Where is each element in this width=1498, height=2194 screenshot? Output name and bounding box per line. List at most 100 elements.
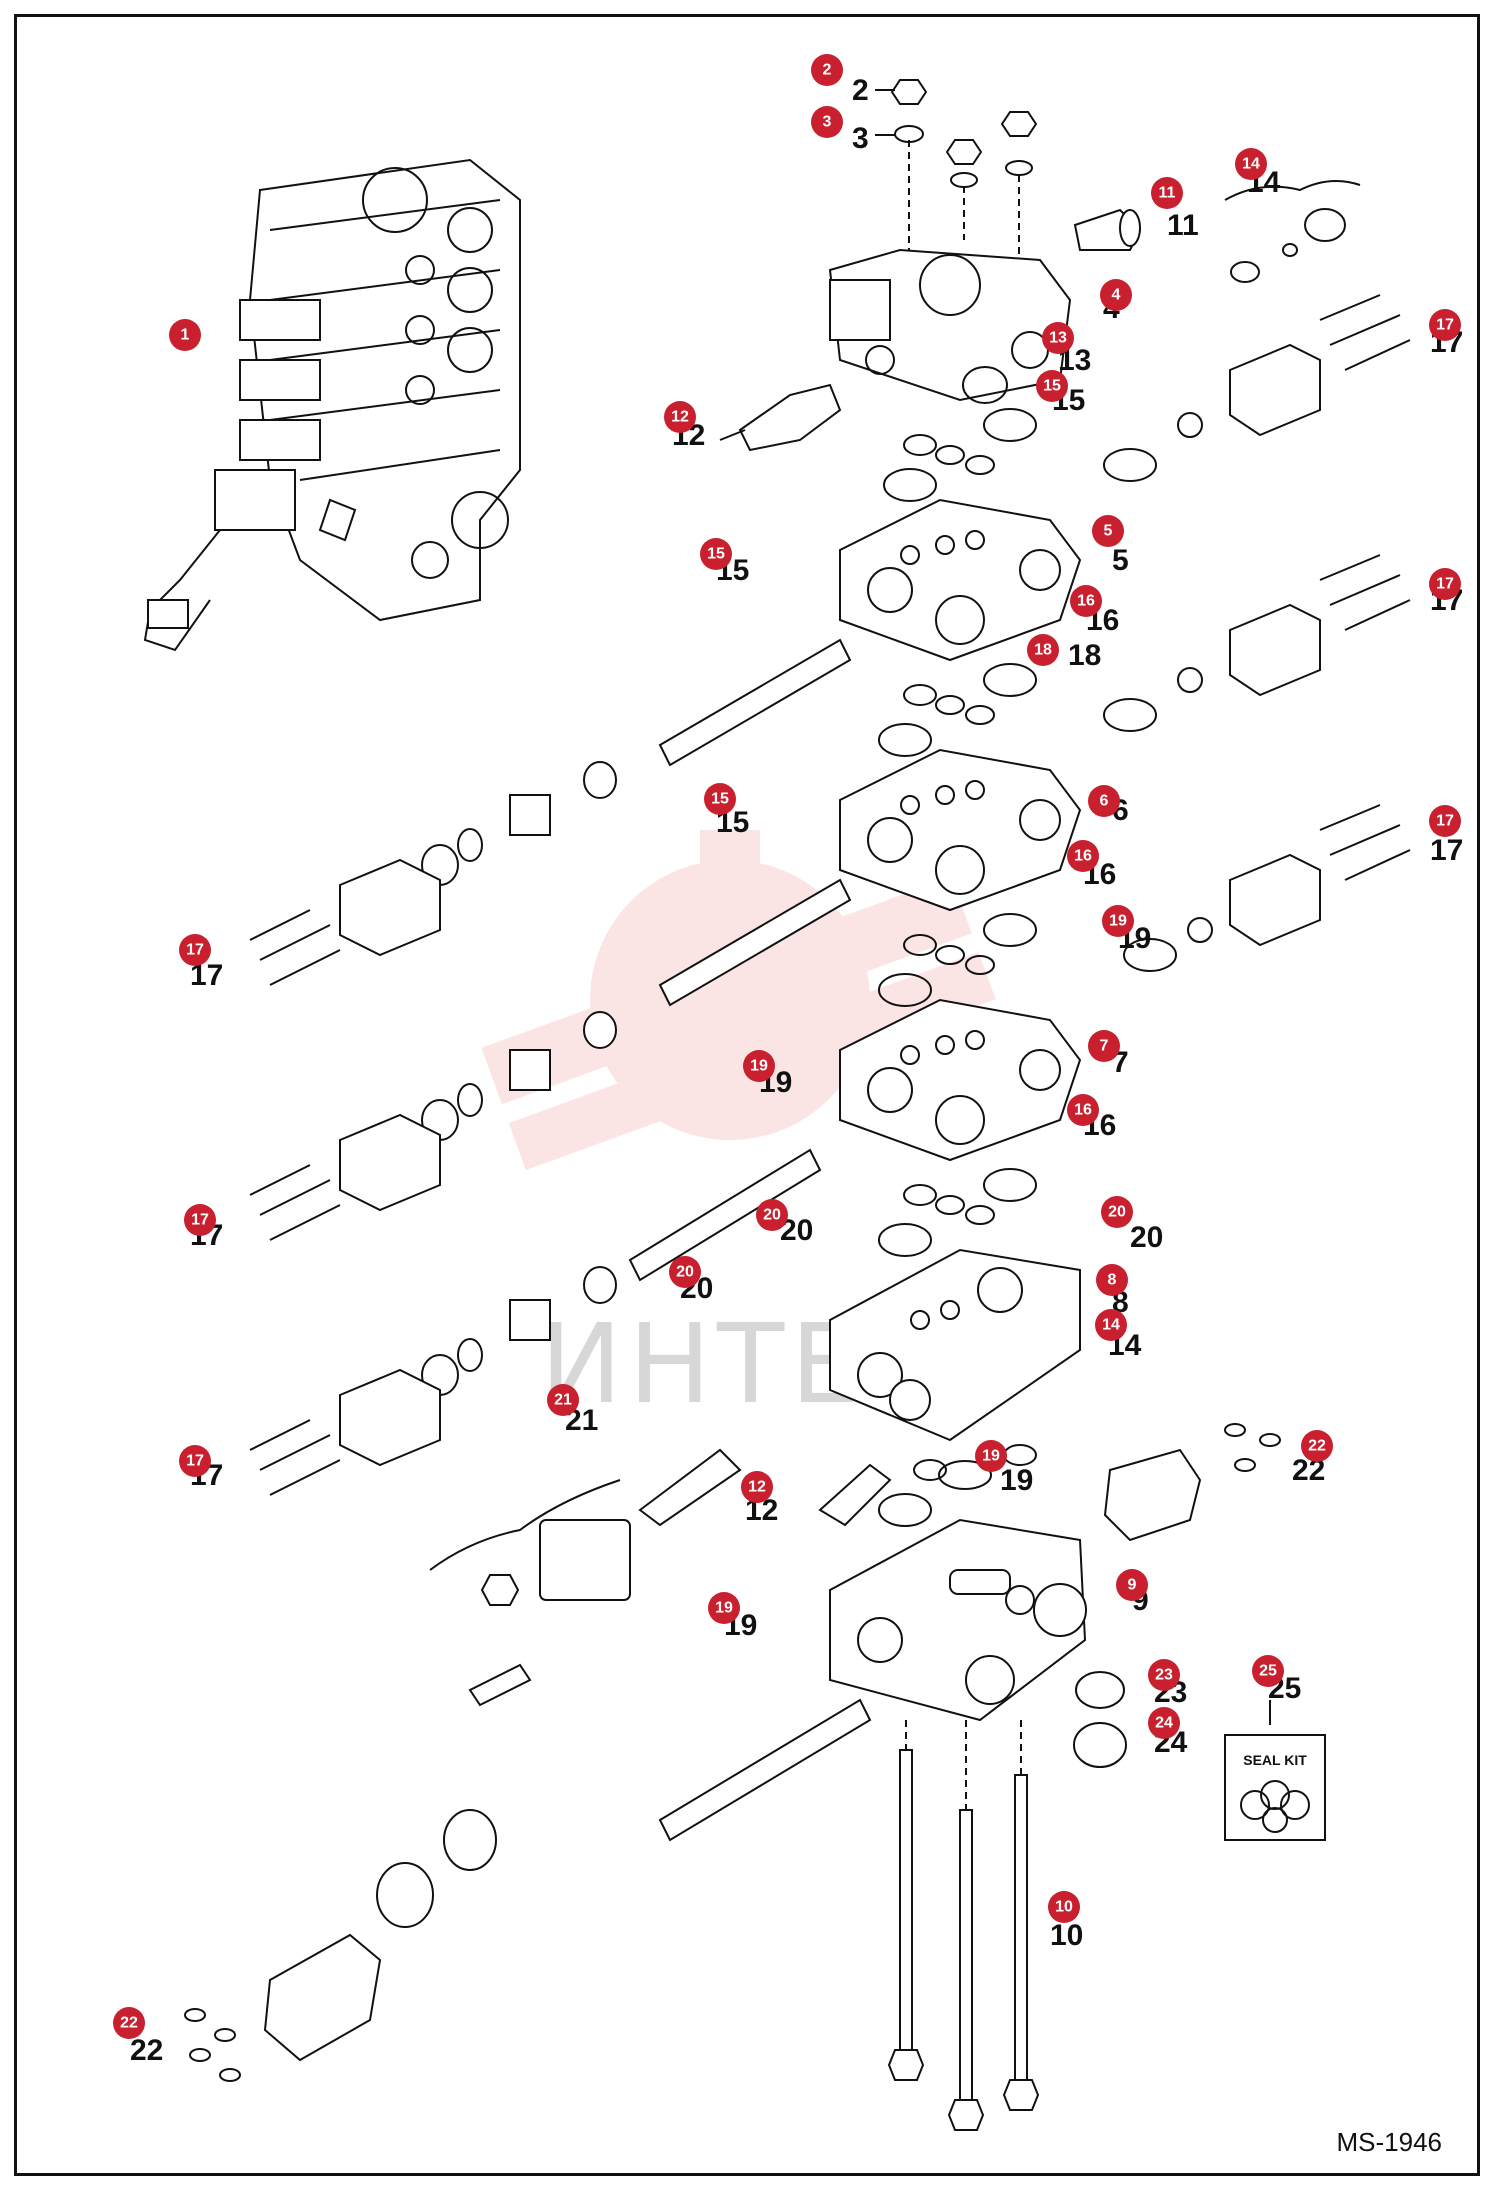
svg-text:15: 15 (707, 546, 725, 563)
callout-17: 17 (1429, 309, 1461, 341)
svg-text:21: 21 (554, 1392, 572, 1409)
inlet-section-top (828, 79, 1072, 404)
part-label-20-2: 20 (1130, 1221, 1163, 1254)
callout-22-2: 22 (113, 2007, 145, 2039)
callout-1: 1 (169, 319, 201, 351)
callout-17-6: 17 (179, 1445, 211, 1477)
part-label-18: 18 (1068, 639, 1101, 672)
callout-16-3: 16 (1067, 1094, 1099, 1126)
svg-text:19: 19 (715, 1600, 733, 1617)
part-label-22-2: 22 (130, 2034, 163, 2067)
svg-text:22: 22 (120, 2015, 138, 2032)
svg-text:16: 16 (1074, 1102, 1092, 1119)
callout-4: 4 (1100, 279, 1132, 311)
callout-12: 12 (664, 401, 696, 433)
callout-15-3: 15 (704, 783, 736, 815)
svg-text:16: 16 (1077, 593, 1095, 610)
callout-13: 13 (1042, 322, 1074, 354)
part-label-5: 5 (1112, 544, 1129, 577)
svg-text:9: 9 (1128, 1577, 1137, 1594)
callout-20: 20 (756, 1199, 788, 1231)
callout-17-5: 17 (184, 1204, 216, 1236)
callout-markers: 1234567891011121213141415151516161617171… (113, 54, 1461, 2039)
svg-text:20: 20 (763, 1207, 781, 1224)
assembled-valve (143, 158, 521, 652)
section-6 (839, 748, 1082, 912)
svg-text:18: 18 (1034, 642, 1052, 659)
svg-text:20: 20 (1108, 1204, 1126, 1221)
callout-19-3: 19 (975, 1440, 1007, 1472)
part-label-10: 10 (1050, 1919, 1083, 1952)
svg-text:19: 19 (750, 1058, 768, 1075)
part-label-11: 11 (1167, 209, 1199, 242)
fitting-11 (1073, 208, 1142, 251)
callout-19-2: 19 (743, 1050, 775, 1082)
callout-5: 5 (1092, 515, 1124, 547)
svg-text:25: 25 (1259, 1663, 1277, 1680)
o-rings (878, 408, 1037, 1527)
callout-18: 18 (1027, 634, 1059, 666)
svg-text:2: 2 (823, 62, 832, 79)
svg-text:13: 13 (1049, 330, 1067, 347)
callout-21: 21 (547, 1384, 579, 1416)
svg-text:24: 24 (1155, 1715, 1173, 1732)
svg-text:22: 22 (1308, 1438, 1326, 1455)
svg-text:6: 6 (1100, 793, 1109, 810)
svg-text:4: 4 (1112, 287, 1121, 304)
callout-20-3: 20 (669, 1256, 701, 1288)
part-label-19-3: 19 (1000, 1464, 1033, 1497)
svg-text:17: 17 (1436, 317, 1454, 334)
drawing-frame (14, 14, 1480, 2176)
callout-2: 2 (811, 54, 843, 86)
svg-text:16: 16 (1074, 848, 1092, 865)
svg-text:15: 15 (1043, 378, 1061, 395)
callout-16-2: 16 (1067, 840, 1099, 872)
part-label-17-3: 17 (1430, 834, 1463, 867)
tie-rods-10 (887, 1720, 1040, 2131)
svg-text:8: 8 (1108, 1272, 1117, 1289)
callout-8: 8 (1096, 1264, 1128, 1296)
solenoid-21 (429, 1448, 742, 1707)
svg-text:17: 17 (186, 942, 204, 959)
svg-text:7: 7 (1100, 1038, 1109, 1055)
caps-17-left (249, 858, 441, 1496)
callout-3: 3 (811, 106, 843, 138)
callout-9: 9 (1116, 1569, 1148, 1601)
callout-15-2: 15 (700, 538, 732, 570)
svg-text:17: 17 (1436, 576, 1454, 593)
callout-16: 16 (1070, 585, 1102, 617)
section-7 (839, 998, 1082, 1162)
callout-11: 11 (1151, 177, 1183, 209)
callout-20-2: 20 (1101, 1196, 1133, 1228)
plugs-23-24 (1073, 1671, 1127, 1768)
callout-19-4: 19 (708, 1592, 740, 1624)
svg-text:17: 17 (1436, 813, 1454, 830)
callout-14: 14 (1235, 148, 1267, 180)
callout-17-2: 17 (1429, 568, 1461, 600)
svg-text:17: 17 (191, 1212, 209, 1229)
svg-text:1: 1 (181, 327, 190, 344)
relief-valve-12-top (719, 383, 842, 452)
section-9 (829, 1518, 1087, 1722)
cap-22-left (184, 1809, 497, 2082)
svg-text:23: 23 (1155, 1667, 1173, 1684)
caps-17-right (1229, 294, 1411, 947)
callout-12-2: 12 (741, 1471, 773, 1503)
part-label-2: 2 (852, 74, 869, 107)
callout-15: 15 (1036, 370, 1068, 402)
svg-text:14: 14 (1102, 1317, 1120, 1334)
svg-text:19: 19 (1109, 913, 1127, 930)
part-label-3: 3 (852, 122, 869, 155)
plug-14-top (1224, 180, 1361, 283)
cap-22-right (1103, 1423, 1281, 1542)
section-5 (839, 498, 1082, 662)
svg-text:12: 12 (671, 409, 689, 426)
callout-25: 25 (1252, 1655, 1284, 1687)
svg-text:5: 5 (1104, 523, 1113, 540)
callout-6: 6 (1088, 785, 1120, 817)
svg-text:12: 12 (748, 1479, 766, 1496)
callout-19: 19 (1102, 905, 1134, 937)
callout-14-2: 14 (1095, 1309, 1127, 1341)
